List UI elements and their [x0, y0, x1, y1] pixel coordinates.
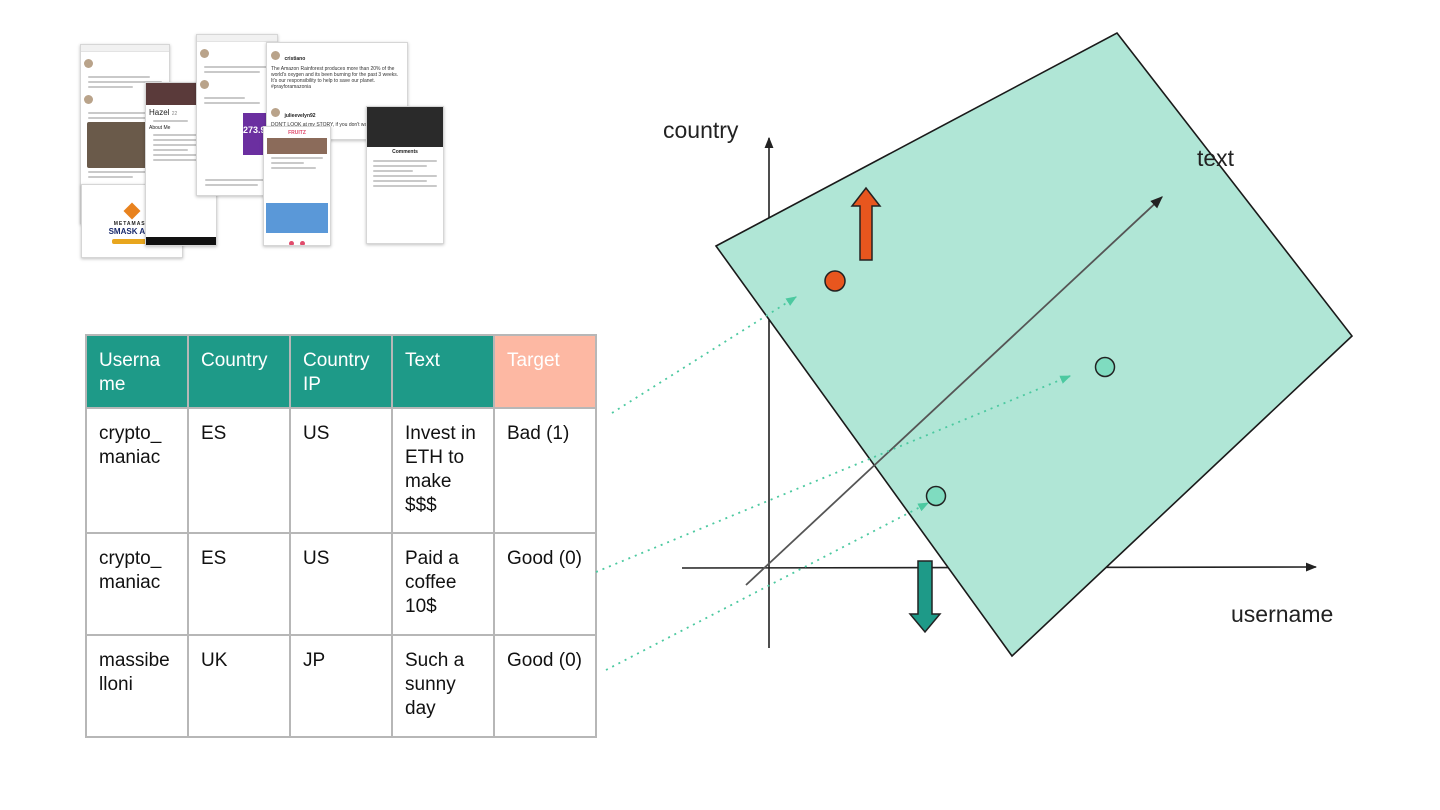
about-me-heading: About Me — [149, 125, 171, 131]
axis-label-username: username — [1231, 601, 1333, 627]
header-country: Country — [187, 334, 291, 409]
cell-country: ES — [187, 407, 291, 534]
cell-username: massibe lloni — [85, 634, 189, 738]
point-good-1 — [1094, 356, 1116, 378]
header-target: Target — [493, 334, 597, 409]
table-header-row: Userna me Country Country IP Text Target — [85, 334, 597, 409]
social-media-collage: METAMASK SMASK Aird Hazel 22 About Me 27… — [78, 34, 448, 259]
cell-text: Invest in ETH to make $$$ — [391, 407, 495, 534]
avatar — [84, 59, 93, 68]
connector-row-3 — [605, 502, 929, 671]
fruitz-brand: FRUITZ — [288, 130, 306, 136]
post-username: julieevelyn92 — [284, 113, 316, 119]
cell-target: Good (0) — [493, 532, 597, 636]
cell-text: Paid a coffee 10$ — [391, 532, 495, 636]
profile-name: Hazel — [149, 108, 170, 117]
video-frame — [367, 107, 443, 147]
avatar — [271, 108, 280, 117]
cell-username: crypto_ maniac — [85, 407, 189, 534]
header-username: Userna me — [85, 334, 189, 409]
header-text: Text — [391, 334, 495, 409]
point-good-2 — [925, 485, 947, 507]
cell-username: crypto_ maniac — [85, 532, 189, 636]
cell-country: UK — [187, 634, 291, 738]
cell-country-ip: US — [289, 407, 393, 534]
table-row: massibe lloni UK JP Such a sunny day Goo… — [85, 634, 597, 738]
data-table: Userna me Country Country IP Text Target… — [85, 334, 597, 738]
wallet-brand: METAMASK — [113, 221, 151, 227]
profile-age: 22 — [171, 111, 178, 117]
connector-row-1 — [611, 296, 797, 414]
post-username: cristiano — [284, 56, 306, 62]
post-text: The Amazon Rainforest produces more than… — [271, 66, 399, 90]
price-ticker: 273.97 — [243, 125, 271, 135]
post-text: DON'T LOOK at my STORY, if you don't wan… — [271, 122, 378, 128]
connector-row-2 — [595, 375, 1071, 573]
cell-text: Such a sunny day — [391, 634, 495, 738]
comments-screenshot: Comments — [366, 106, 444, 244]
z-axis — [745, 196, 1163, 586]
axis-label-country: country — [663, 117, 739, 143]
comments-title: Comments — [392, 149, 418, 155]
table-row: crypto_ maniac ES US Invest in ETH to ma… — [85, 407, 597, 534]
cell-country: ES — [187, 532, 291, 636]
arrow-down-icon — [908, 560, 942, 634]
airdrop-text: SMASK Aird — [108, 227, 156, 236]
decision-plane — [714, 31, 1354, 658]
table-row: crypto_ maniac ES US Paid a coffee 10$ G… — [85, 532, 597, 636]
profile-photo — [266, 203, 328, 233]
fruitz-app-screenshot: FRUITZ — [263, 126, 331, 246]
header-country-ip: Country IP — [289, 334, 393, 409]
avatar — [271, 51, 280, 60]
cell-target: Bad (1) — [493, 407, 597, 534]
axis-label-text: text — [1197, 145, 1235, 171]
avatar — [84, 95, 93, 104]
arrow-up-icon — [850, 186, 882, 261]
cell-target: Good (0) — [493, 634, 597, 738]
point-bad — [824, 270, 846, 292]
cell-country-ip: US — [289, 532, 393, 636]
cell-country-ip: JP — [289, 634, 393, 738]
